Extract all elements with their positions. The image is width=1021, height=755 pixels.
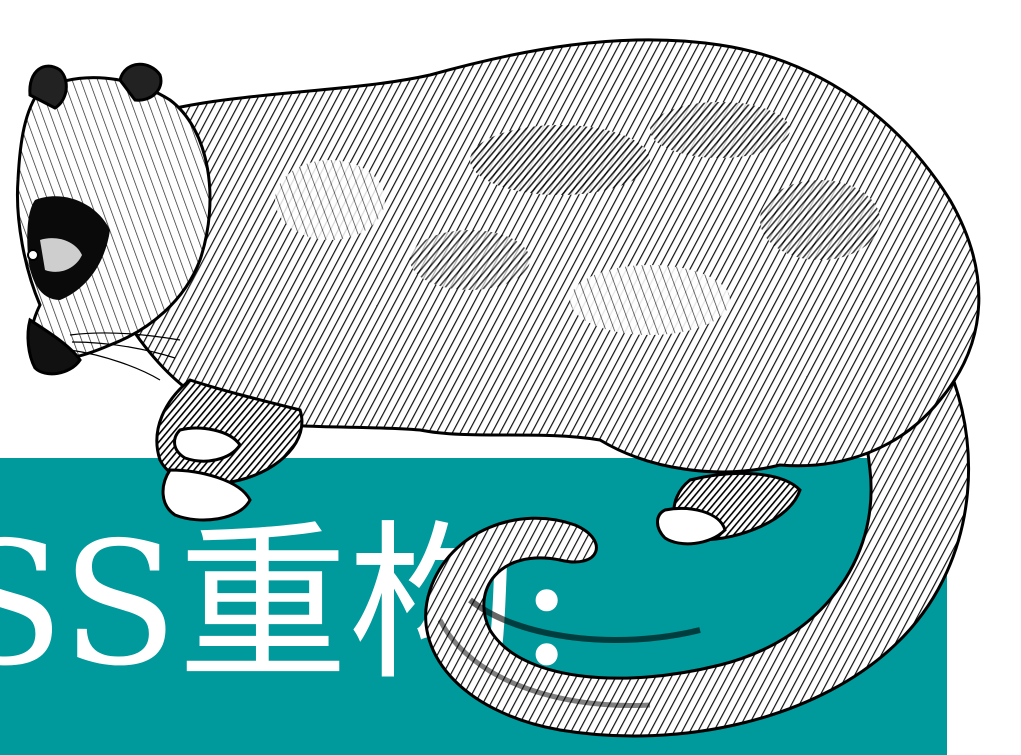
civet-ear-right (118, 62, 163, 102)
civet-snout (26, 317, 82, 376)
civet-eye (27, 249, 39, 261)
civet-tail (424, 328, 971, 738)
civet-ear-left (28, 64, 68, 110)
civet-whiskers (69, 332, 181, 381)
